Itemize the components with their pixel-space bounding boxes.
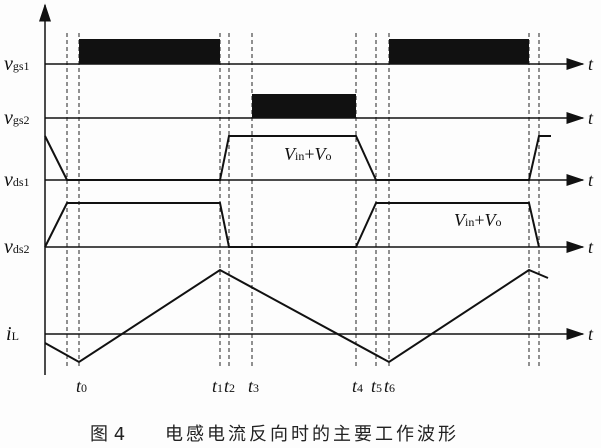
vds2-waveform — [44, 202, 540, 248]
vgs1-pulse-1 — [79, 39, 220, 64]
caption-text: 电感电流反向时的主要工作波形 — [165, 424, 459, 445]
annotation-vin-vo-1: Vin+Vo — [284, 144, 332, 164]
time-mark-t3: t3 — [248, 376, 259, 396]
dashed-time-markers — [66, 33, 540, 367]
time-axis-label: t — [588, 108, 594, 128]
time-mark-t6: t6 — [384, 376, 395, 396]
caption-figure-number: 图 4 — [90, 424, 125, 445]
time-mark-t5: t5 — [371, 376, 382, 396]
time-axis-label: t — [588, 54, 594, 74]
label-vds2: vds2 — [4, 236, 30, 258]
label-il: iL — [6, 323, 19, 345]
time-mark-t1: t1 — [212, 376, 223, 396]
vgs1-pulse-2 — [389, 39, 529, 64]
il-waveform — [44, 268, 549, 364]
time-axis-label: t — [588, 237, 594, 257]
time-axis-label: t — [588, 324, 594, 344]
time-axis-label: t — [588, 170, 594, 190]
vgs2-pulse — [252, 94, 356, 118]
time-mark-t0: t0 — [76, 376, 87, 396]
label-vds1: vds1 — [4, 169, 30, 191]
time-mark-t2: t2 — [224, 376, 235, 396]
label-vgs1: vgs1 — [4, 53, 30, 75]
time-mark-t4: t4 — [352, 376, 363, 396]
label-vgs2: vgs2 — [4, 107, 30, 129]
vds1-waveform — [44, 135, 551, 181]
annotation-vin-vo-2: Vin+Vo — [454, 210, 502, 230]
